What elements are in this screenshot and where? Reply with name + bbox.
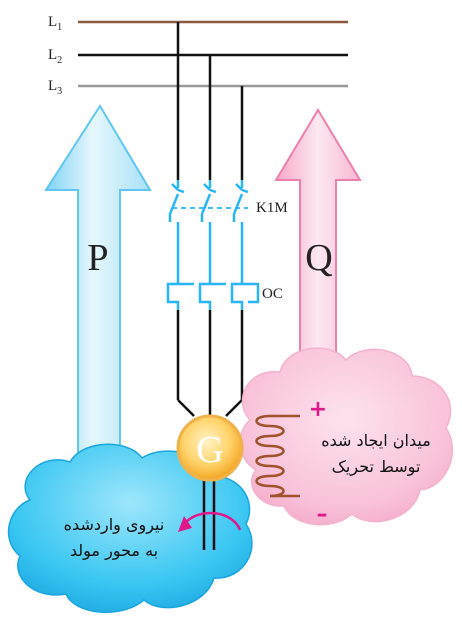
generator: G [176, 414, 244, 482]
contactor-k1m [168, 180, 249, 240]
active-power-arrow: P [44, 104, 152, 471]
rotation-arrow [178, 511, 242, 532]
plus-sign: + [309, 397, 327, 422]
excitation-text-line1: میدان ایجاد شده [321, 431, 431, 450]
line-label-l2: L2 [48, 47, 62, 66]
line-label-l1: L1 [48, 14, 62, 33]
contactor-label: K1M [256, 200, 288, 216]
q-label: Q [305, 237, 332, 279]
minus-sign: – [317, 502, 328, 527]
p-label: P [87, 237, 108, 279]
bus-lines: L1 L2 L3 [48, 14, 348, 97]
overcurrent-label: OC [262, 286, 283, 302]
shaft-cloud [7, 443, 253, 614]
line-label-l3: L3 [48, 78, 62, 97]
excitation-text-line2: توسط تحریک [332, 457, 421, 477]
shaft-text-line2: به محور مولد [70, 541, 158, 561]
phase-conductors [176, 22, 244, 418]
generator-label: G [196, 429, 223, 471]
overcurrent-relay [166, 240, 260, 310]
reactive-power-arrow: Q [274, 108, 362, 381]
excitation-coil: + – [255, 397, 328, 527]
shaft-text-line1: نیروی واردشده [64, 515, 165, 535]
excitation-cloud [239, 347, 454, 526]
